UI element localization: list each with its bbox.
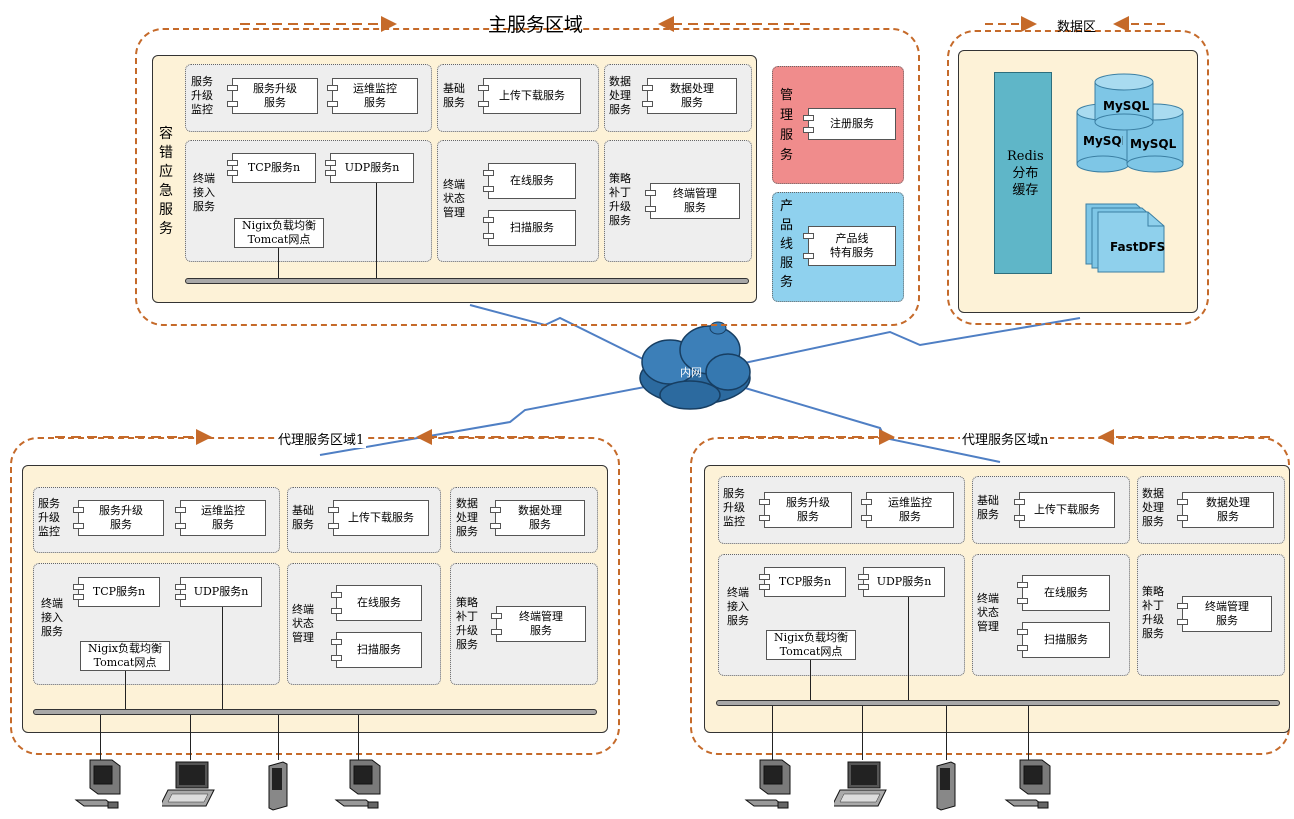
main-service-bus (185, 278, 749, 284)
redis-cache-block (994, 72, 1052, 274)
desktop-icon (74, 759, 121, 809)
p1-device-drop-3 (278, 715, 279, 760)
pn-udp-connector (908, 597, 909, 700)
pn-device-drop-1 (772, 706, 773, 760)
main-group-data-label: 数据 处理 服务 (609, 75, 631, 116)
mysql-right-label: MySQL (1130, 137, 1177, 151)
pn-group-basic-label: 基础 服务 (977, 494, 999, 521)
p1-device-drop-2 (190, 715, 191, 760)
pn-tcp-service[interactable]: TCP服务n (759, 567, 846, 597)
desktop-icon (744, 759, 791, 809)
p1-group-upgrade-monitor-label: 服务 升级 监控 (38, 497, 60, 538)
p1-group-basic-label: 基础 服务 (292, 504, 314, 531)
mysql-database-icon (1076, 73, 1184, 173)
pn-upgrade-service[interactable]: 服务升级 服务 (759, 492, 852, 528)
main-upload-download-service[interactable]: 上传下载服务 (478, 78, 581, 114)
main-nginx-tomcat[interactable]: Nigix负载均衡 Tomcat网点 (234, 218, 324, 248)
intranet-cloud-icon (639, 321, 751, 410)
pn-nginx-connector (810, 660, 811, 700)
pn-device-drop-4 (1028, 706, 1029, 760)
p1-group-terminal-state-label: 终端 状态 管理 (292, 603, 314, 644)
p1-group-data-label: 数据 处理 服务 (456, 497, 478, 538)
main-tcp-service[interactable]: TCP服务n (227, 153, 316, 183)
pn-service-bus (716, 700, 1280, 706)
pn-group-data-label: 数据 处理 服务 (1142, 487, 1164, 528)
fault-tolerance-label: 容 错 应 急 服 务 (159, 126, 173, 237)
main-data-processing-service[interactable]: 数据处理 服务 (642, 78, 737, 114)
p1-device-drop-4 (358, 715, 359, 760)
main-scan-service[interactable]: 扫描服务 (483, 210, 576, 246)
data-area-title: 数据区 (1057, 20, 1097, 35)
p1-device-drop-1 (100, 715, 101, 760)
proxy-region-n-title: 代理服务区域n (960, 429, 1051, 448)
main-region-title: 主服务区域 (488, 14, 584, 36)
pn-group-terminal-access-label: 终端 接入 服务 (727, 586, 749, 627)
intranet-label: 内网 (680, 366, 702, 379)
main-udp-service[interactable]: UDP服务n (325, 153, 414, 183)
pn-device-drop-2 (862, 706, 863, 760)
product-line-service-label: 产 品 线 服 务 (780, 199, 794, 290)
pn-nginx-tomcat[interactable]: Nigix负载均衡 Tomcat网点 (766, 630, 856, 660)
main-ops-monitor-service[interactable]: 运维监控 服务 (327, 78, 418, 114)
main-online-service[interactable]: 在线服务 (483, 163, 576, 199)
pn-terminal-manage-service[interactable]: 终端管理 服务 (1177, 596, 1272, 632)
p1-data-processing-service[interactable]: 数据处理 服务 (490, 500, 585, 536)
pn-data-processing-service[interactable]: 数据处理 服务 (1177, 492, 1274, 528)
register-service[interactable]: 注册服务 (803, 108, 896, 140)
fastdfs-files-icon (1085, 203, 1165, 273)
p1-terminal-manage-service[interactable]: 终端管理 服务 (491, 606, 586, 642)
desktop-icon (1004, 759, 1051, 809)
laptop-icon (834, 761, 887, 807)
handheld-icon (936, 761, 956, 811)
pn-online-service[interactable]: 在线服务 (1017, 575, 1110, 611)
main-group-upgrade-monitor-label: 服务 升级 监控 (191, 75, 213, 116)
pn-scan-service[interactable]: 扫描服务 (1017, 622, 1110, 658)
pn-udp-service[interactable]: UDP服务n (858, 567, 945, 597)
mysql-top-label: MySQL (1103, 99, 1150, 113)
p1-nginx-connector (125, 671, 126, 709)
main-upgrade-service[interactable]: 服务升级 服务 (227, 78, 318, 114)
product-line-special-service[interactable]: 产品线 特有服务 (803, 226, 896, 266)
p1-nginx-tomcat[interactable]: Nigix负载均衡 Tomcat网点 (80, 641, 170, 671)
main-nginx-connector (278, 248, 279, 278)
main-service-region (135, 28, 920, 326)
desktop-icon (334, 759, 381, 809)
main-group-terminal-state-label: 终端 状态 管理 (443, 178, 465, 219)
p1-upload-download-service[interactable]: 上传下载服务 (328, 500, 429, 536)
p1-scan-service[interactable]: 扫描服务 (331, 632, 422, 668)
main-group-policy-label: 策略 补丁 升级 服务 (609, 172, 631, 227)
pn-ops-monitor-service[interactable]: 运维监控 服务 (861, 492, 954, 528)
pn-group-policy-label: 策略 补丁 升级 服务 (1142, 585, 1164, 640)
laptop-icon (162, 761, 215, 807)
main-udp-connector (376, 183, 377, 278)
main-group-terminal-access-label: 终端 接入 服务 (193, 172, 215, 213)
pn-group-terminal-state-label: 终端 状态 管理 (977, 592, 999, 633)
redis-label: Redis 分布 缓存 (1007, 149, 1044, 198)
pn-upload-download-service[interactable]: 上传下载服务 (1014, 492, 1115, 528)
p1-group-policy-label: 策略 补丁 升级 服务 (456, 596, 478, 651)
main-group-basic-label: 基础 服务 (443, 82, 465, 109)
handheld-icon (268, 761, 288, 811)
mysql-left-label: MySQL (1083, 134, 1123, 148)
pn-group-upgrade-monitor-label: 服务 升级 监控 (723, 487, 745, 528)
p1-udp-connector (222, 607, 223, 709)
p1-service-bus (33, 709, 597, 715)
data-area-region (947, 30, 1209, 325)
main-terminal-manage-service[interactable]: 终端管理 服务 (645, 183, 740, 219)
fastdfs-label: FastDFS (1110, 240, 1166, 254)
p1-tcp-service[interactable]: TCP服务n (73, 577, 160, 607)
p1-online-service[interactable]: 在线服务 (331, 585, 422, 621)
p1-group-terminal-access-label: 终端 接入 服务 (41, 597, 63, 638)
p1-udp-service[interactable]: UDP服务n (175, 577, 262, 607)
proxy-region-1-title: 代理服务区域1 (276, 429, 367, 448)
pn-device-drop-3 (946, 706, 947, 760)
p1-ops-monitor-service[interactable]: 运维监控 服务 (175, 500, 266, 536)
p1-upgrade-service[interactable]: 服务升级 服务 (73, 500, 164, 536)
management-service-label: 管 理 服 务 (780, 88, 794, 163)
